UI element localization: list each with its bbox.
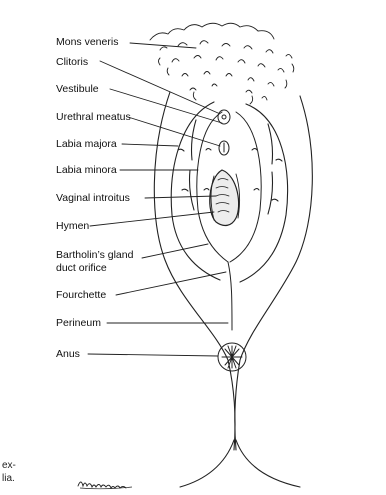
margin-text-line2: lia. [2,473,15,485]
label-urethral-meatus: Urethral meatus [56,111,131,123]
label-anus: Anus [56,348,80,360]
margin-text-line1: ex- [2,460,16,472]
leader-line-bartholins-gland [142,244,208,258]
leader-line-anus [88,354,218,356]
label-vaginal-introitus: Vaginal introitus [56,192,130,204]
label-mons-veneris: Mons veneris [56,36,118,48]
pubic-hair-texture [150,23,294,104]
label-clitoris: Clitoris [56,56,88,68]
label-perineum: Perineum [56,317,101,329]
vaginal-introitus-shape [210,170,240,225]
label-fourchette: Fourchette [56,289,106,301]
label-vestibule: Vestibule [56,83,99,95]
leader-line-hymen [90,212,214,226]
label-bartholins-gland-line1: Bartholin’s gland [56,249,133,261]
leader-line-fourchette [116,272,226,295]
leader-line-vaginal-introitus [145,196,216,198]
label-labia-minora: Labia minora [56,164,117,176]
leader-line-labia-majora [122,144,178,146]
urethral-meatus-shape [219,141,229,155]
perineum-line [228,262,232,330]
label-labia-majora: Labia majora [56,138,117,150]
label-hymen: Hymen [56,220,89,232]
label-bartholins-gland-line2: duct orifice [56,262,107,274]
anus-shape [218,343,246,371]
leader-line-clitoris [100,61,218,113]
artist-signature [76,476,136,490]
